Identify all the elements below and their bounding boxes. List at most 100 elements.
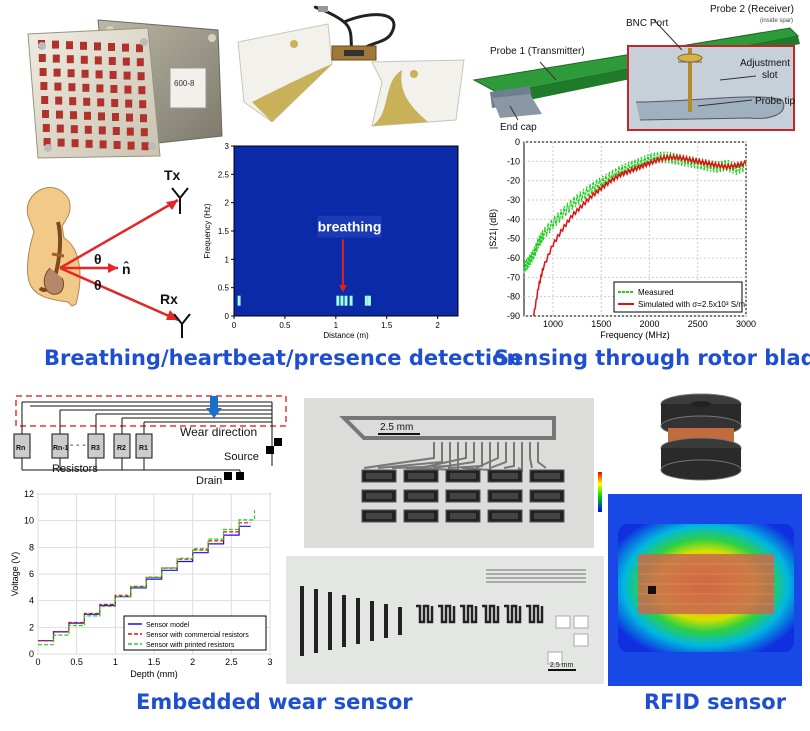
legend-label: Sensor model [146, 622, 190, 629]
patch-element [112, 127, 120, 135]
x-tick-label: 1000 [543, 319, 563, 329]
trace-line [537, 442, 547, 469]
patch-element [41, 96, 49, 104]
probe1-label: Probe 1 (Transmitter) [490, 46, 585, 57]
patch-element [137, 72, 145, 81]
y-tick-label: 10 [24, 516, 34, 526]
patch-element [66, 41, 73, 50]
breathing-geometry-diagram: Tx Rx θ θ n̂ [26, 167, 191, 338]
patch-element [140, 128, 148, 137]
wear-direction-label: Wear direction [180, 425, 257, 439]
heatmap-hotspot [349, 295, 353, 306]
patch-element [53, 68, 61, 77]
y-tick-label: -10 [507, 156, 520, 166]
legend-label: Sensor with commercial resistors [146, 632, 249, 639]
y-tick-label: 3 [225, 142, 230, 151]
resistor-bar [384, 604, 388, 638]
x-tick-label: 0.5 [70, 657, 83, 667]
patch-element [42, 110, 49, 118]
resistor-bar [328, 592, 332, 650]
y-tick-label: -20 [507, 176, 520, 186]
patch-element [56, 124, 64, 133]
patch-element [40, 82, 48, 90]
patch-element [122, 57, 130, 66]
patch-element [84, 125, 92, 134]
patch-element [109, 71, 117, 79]
meander-trace [416, 604, 434, 624]
chip-body [450, 493, 476, 499]
x-tick-label: 3 [267, 657, 272, 667]
meander-scale-label: 2.5 mm [550, 662, 574, 669]
legend-label: Measured [638, 288, 674, 297]
patch-element [57, 138, 65, 147]
x-tick-label: 2.5 [225, 657, 238, 667]
patch-element [71, 139, 79, 148]
chip-body [492, 473, 518, 479]
patch-element [85, 139, 93, 148]
patch-element [56, 110, 63, 119]
caption-rfid: RFID sensor [644, 690, 787, 714]
patch-element [136, 44, 143, 53]
x-tick-label: 0 [35, 657, 40, 667]
y-tick-label: -90 [507, 311, 520, 321]
meander-trace [482, 604, 500, 624]
patch-element [43, 138, 51, 146]
patch-element [122, 43, 129, 52]
heatmap-hotspot [364, 295, 368, 306]
patch-element [99, 140, 107, 149]
tx-label: Tx [164, 167, 181, 183]
y-tick-label: 4 [29, 596, 34, 606]
colorbar-legend [598, 472, 602, 512]
patch-element [83, 97, 91, 106]
patch-element [113, 141, 121, 149]
x-tick-label: 2500 [688, 319, 708, 329]
resistors-label: Resistors [52, 463, 98, 475]
drain-label: Drain [196, 475, 222, 487]
heatmap-hotspot [367, 295, 371, 306]
x-tick-label: 3000 [736, 319, 756, 329]
probe2-label: Probe 2 (Receiver) [710, 4, 794, 15]
r-label-3: R3 [91, 445, 100, 452]
rotor-blade-diagram: Probe 2 (Receiver) (inside spar) BNC Por… [472, 4, 800, 133]
x-tick-label: 2000 [639, 319, 659, 329]
probe-tip-label: Probe tip [755, 96, 795, 107]
patch-element [67, 69, 75, 78]
y-axis-label: Frequency (Hz) [203, 203, 212, 258]
chip-body [450, 473, 476, 479]
patch-element [39, 68, 47, 76]
y-axis-label: |S21| (dB) [488, 209, 498, 249]
patch-element [84, 111, 91, 120]
heatmap-hotspot [336, 295, 340, 306]
chip-body [492, 513, 518, 519]
chip-body [366, 513, 392, 519]
chip-body [450, 513, 476, 519]
resistor-dashes: - - - [70, 440, 86, 451]
x-axis-label: Frequency (MHz) [600, 330, 670, 340]
y-tick-label: -80 [507, 292, 520, 302]
source-label: Source [224, 451, 259, 463]
y-tick-label: -30 [507, 195, 520, 205]
trace-line [489, 442, 507, 469]
x-tick-label: 1500 [591, 319, 611, 329]
patch-element [127, 141, 135, 150]
series-step-line [37, 522, 251, 642]
y-tick-label: -50 [507, 234, 520, 244]
legend-label: Sensor with printed resistors [146, 642, 235, 649]
y-tick-label: 2 [29, 622, 34, 632]
printed-sensor-photo: 2.5 mm [304, 398, 594, 548]
x-tick-label: 2 [435, 321, 440, 330]
patch-element [80, 41, 87, 50]
uwb-antenna-photo [237, 5, 465, 127]
board-label: 600-8 [174, 79, 195, 88]
chip-body [492, 493, 518, 499]
rx-label: Rx [160, 291, 178, 307]
patch-element [52, 40, 59, 49]
annotation-box [317, 215, 382, 238]
y-tick-label: -60 [507, 253, 520, 263]
x-tick-label: 1 [334, 321, 339, 330]
patch-element [124, 85, 132, 94]
x-tick-label: 1.5 [381, 321, 393, 330]
resistor-bar [370, 601, 374, 641]
